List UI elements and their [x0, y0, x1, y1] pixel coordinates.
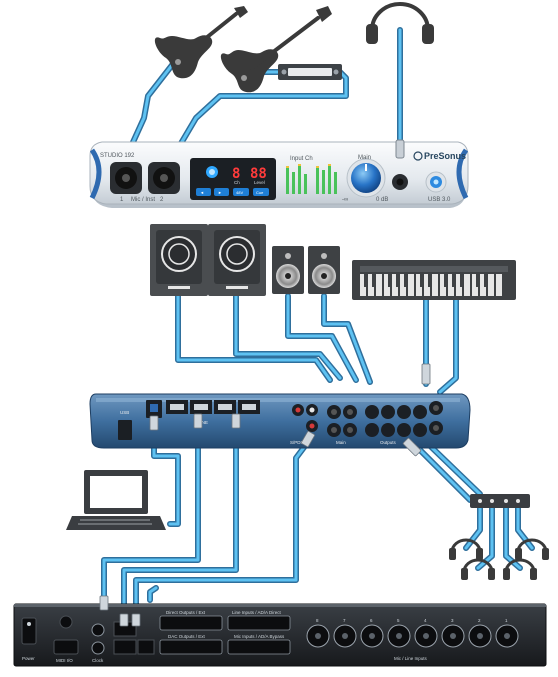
- spdif-ports[interactable]: [292, 404, 318, 432]
- headphones-icon: [503, 558, 537, 580]
- svg-text:►: ►: [218, 190, 222, 195]
- cable-di-to-input2: [167, 69, 349, 165]
- di-box: [278, 64, 342, 80]
- studio-monitor-small-right: [308, 246, 340, 294]
- cables: [101, 27, 535, 625]
- db25-label-3: DAC Outputs / Ext: [168, 634, 206, 639]
- electric-guitar-icon: [154, 6, 248, 79]
- usb-port[interactable]: [146, 400, 162, 418]
- studio-monitor-large-right: [208, 224, 266, 296]
- combo-input-2[interactable]: [148, 162, 180, 194]
- rack-cable-plugs: [99, 595, 141, 627]
- line-outputs[interactable]: [365, 405, 427, 437]
- model-label: STUDIO 192: [100, 153, 135, 159]
- cable-small-monitors: [285, 293, 373, 385]
- headphones-icon: [461, 558, 495, 580]
- midi-io-port[interactable]: [53, 615, 79, 655]
- knob-scale-min: -∞: [342, 197, 348, 203]
- electric-guitar-icon: [220, 6, 332, 93]
- phantom-power-button[interactable]: 48V: [233, 188, 249, 196]
- power-switch[interactable]: [21, 617, 37, 645]
- combo-input-1[interactable]: [110, 162, 142, 194]
- section-label-outputs: Outputs: [380, 440, 397, 445]
- midi-keyboard: [352, 260, 516, 300]
- readout-label-level: Level: [254, 180, 265, 185]
- control-display: 8 88 Ch Level ◄ ► 48V Cue: [190, 158, 276, 200]
- svg-text:Cue: Cue: [256, 190, 264, 195]
- rack-interface: Power MIDI I/O Clock Direct Outputs / Ex…: [13, 603, 547, 667]
- network-ports[interactable]: [113, 621, 155, 655]
- headphone-jack[interactable]: [392, 139, 408, 190]
- cue-button[interactable]: Cue: [253, 188, 269, 196]
- main-volume-knob[interactable]: [346, 158, 386, 198]
- port-label-line: LINE: [198, 420, 208, 425]
- monitor-controller: USB LINE S/PDIF Main: [89, 393, 471, 449]
- xlr-inputs[interactable]: [306, 624, 519, 648]
- next-button[interactable]: ►: [214, 188, 229, 196]
- ethernet-ports[interactable]: [166, 400, 260, 414]
- headphones-icon: [366, 2, 434, 44]
- port-label-usb: USB: [120, 410, 129, 415]
- prev-button[interactable]: ◄: [196, 188, 211, 196]
- display-digit-right: 88: [250, 166, 267, 182]
- headphones-icon: [515, 538, 549, 560]
- cable-controller-to-rack: [101, 423, 311, 625]
- input-label-1: 1: [120, 197, 124, 203]
- display-digit-left: 8: [232, 166, 240, 182]
- presonus-logo: PreSonus: [413, 151, 466, 161]
- rack-label-clock: Clock: [92, 658, 104, 663]
- main-outputs[interactable]: [327, 405, 357, 437]
- svg-text:1: 1: [505, 618, 508, 623]
- headphones-icon: [449, 538, 483, 560]
- studio-monitor-small-left: [272, 246, 304, 294]
- laptop-icon: [66, 470, 166, 530]
- mic-line-label: Mic / Line Inputs: [394, 656, 428, 661]
- headphone-amp: [470, 494, 530, 508]
- input-label-mic-inst: Mic / Inst: [131, 197, 155, 203]
- audio-interface: STUDIO 192 1 Mic / Inst 2 8 88 Ch Level: [89, 139, 469, 208]
- cable-to-headphone-amp: [407, 437, 483, 503]
- studio-monitor-large-left: [150, 224, 208, 296]
- db25-label-4: Mic Inputs / AD/A Bypass: [234, 634, 285, 639]
- svg-text:8: 8: [316, 618, 319, 623]
- xlr-number-labels: 8 7 6 5 4 3 2 1: [316, 618, 508, 623]
- cable-keyboard: [423, 295, 459, 395]
- svg-text:7: 7: [343, 618, 346, 623]
- knob-scale-max: 0 dB: [376, 197, 388, 203]
- cable-guitar1-to-input1: [121, 57, 179, 165]
- svg-text:5: 5: [397, 618, 400, 623]
- svg-text:PreSonus: PreSonus: [424, 151, 466, 161]
- db25-label-2: Line Inputs / AD/A Direct: [232, 610, 282, 615]
- svg-text:◄: ◄: [200, 190, 204, 195]
- meter-label: Input Ch: [290, 156, 313, 162]
- svg-text:3: 3: [451, 618, 454, 623]
- cable-big-monitors: [175, 293, 343, 383]
- readout-label-ch: Ch: [234, 180, 240, 185]
- level-meters: Input Ch: [286, 156, 337, 194]
- usb-indicator: [425, 171, 447, 193]
- db25-label-1: Direct Outputs / Ext: [166, 610, 206, 615]
- section-label-spdif: S/PDIF: [290, 440, 305, 445]
- input-label-2: 2: [160, 197, 164, 203]
- clock-ports[interactable]: [91, 623, 105, 655]
- svg-text:4: 4: [424, 618, 427, 623]
- instrument-inputs[interactable]: [429, 401, 443, 435]
- usb-label: USB 3.0: [428, 197, 451, 203]
- db25-connectors[interactable]: [159, 615, 291, 655]
- knob-label: Main: [358, 155, 371, 161]
- rack-label-midi: MIDI I/O: [56, 658, 73, 663]
- svg-text:2: 2: [478, 618, 481, 623]
- section-label-main: Main: [336, 440, 346, 445]
- rack-label-power: Power: [22, 656, 35, 661]
- svg-text:6: 6: [370, 618, 373, 623]
- svg-text:48V: 48V: [236, 190, 243, 195]
- cable-plugs: [149, 363, 431, 457]
